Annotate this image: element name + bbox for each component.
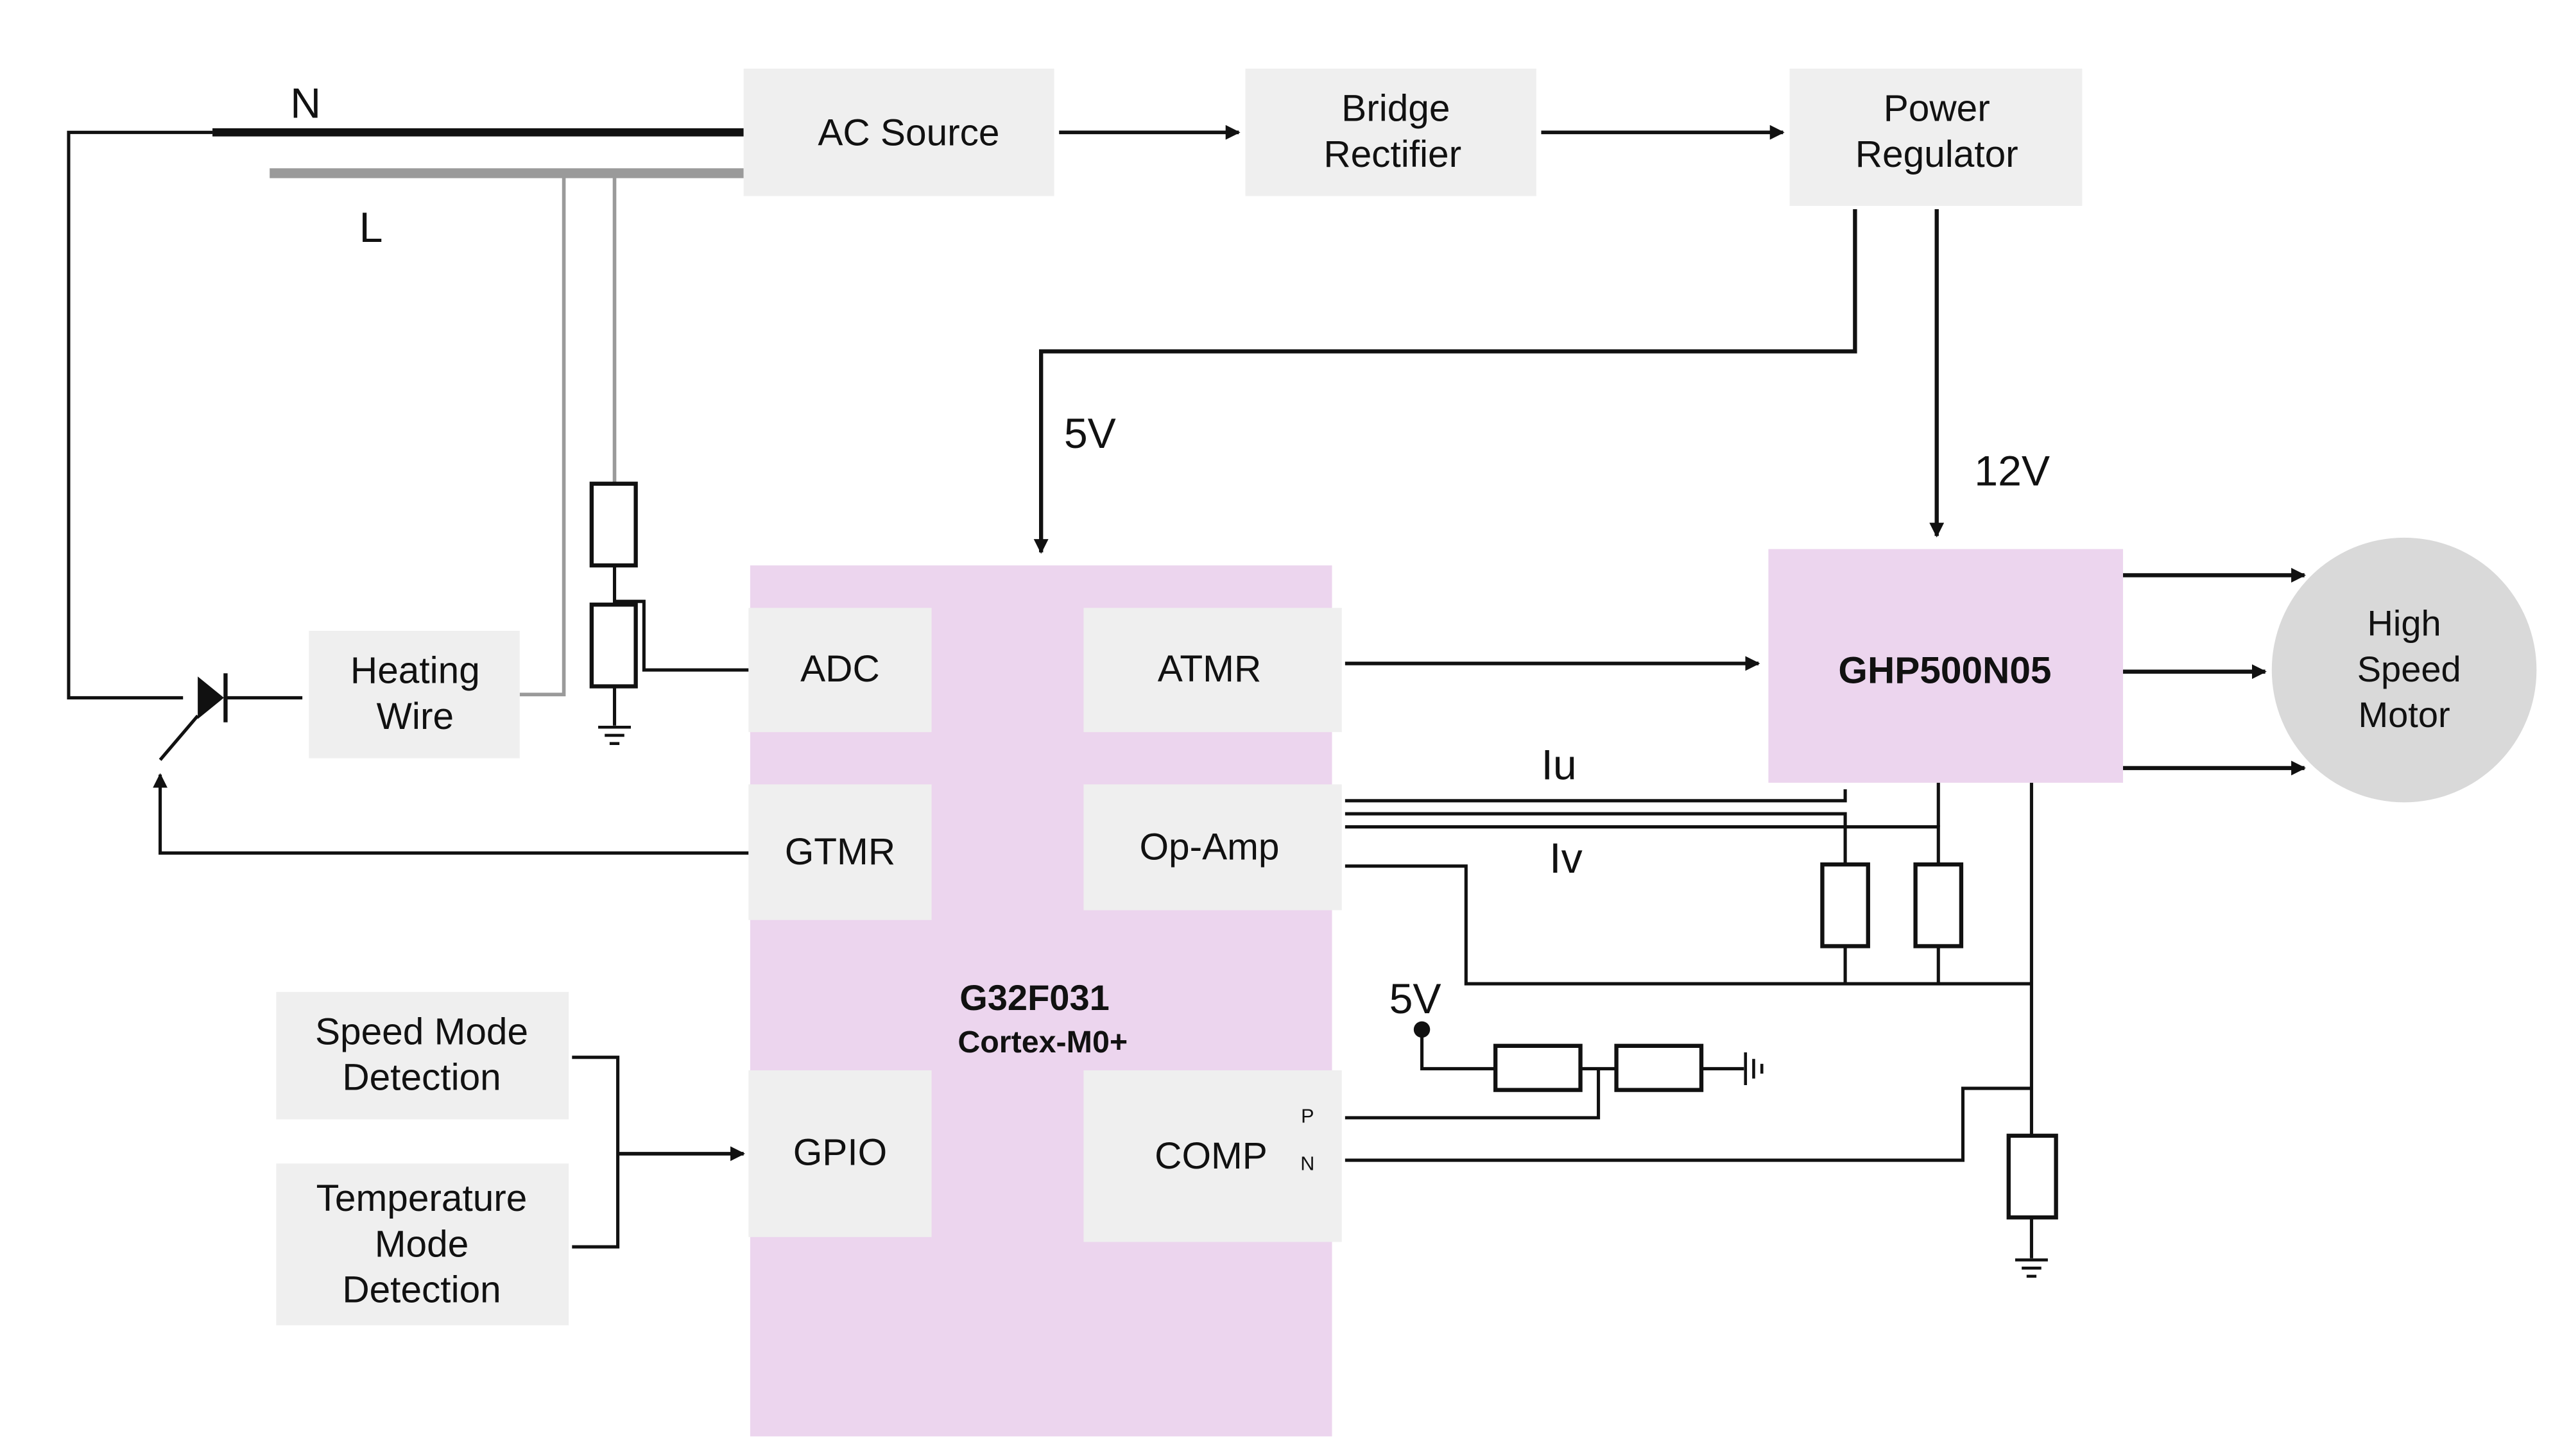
comp-n-label: N [1300, 1152, 1314, 1174]
gate-driver-label: GHP500N05 [1838, 649, 2051, 691]
comp-p-wire [1345, 1068, 1601, 1120]
heating-wire-label-line1: Heating [350, 649, 480, 691]
op-amp-return-wire [1345, 864, 2032, 986]
heating-wire-block [309, 630, 520, 758]
ground-icon [1744, 1052, 1764, 1085]
op-amp-block [1083, 784, 1342, 911]
iu-sense-wire [1345, 789, 1847, 803]
ground-icon [2015, 1258, 2048, 1278]
mcu-supply-label: 5V [1064, 410, 1116, 458]
adc-label: ADC [800, 648, 880, 690]
ground-icon [598, 725, 631, 745]
ref-supply-label: 5V [1389, 975, 1441, 1023]
ref-resistor-2 [1614, 1043, 1704, 1092]
op-amp-label: Op-Amp [1139, 826, 1279, 868]
live-label: L [359, 204, 383, 252]
5v-rail-wire [1033, 209, 1857, 554]
motor-label-line2: Speed [2357, 649, 2461, 689]
gate-driver-block [1768, 549, 2124, 783]
divider-to-adc-wire [614, 599, 749, 672]
divider-resistor-top [589, 481, 638, 568]
temp-mode-label-line3: Detection [342, 1269, 501, 1311]
temp-mode-label-line1: Temperature [316, 1178, 528, 1219]
speed-mode-wire [572, 1056, 620, 1249]
adc-block [748, 608, 932, 732]
power-regulator-label-line2: Regulator [1855, 133, 2018, 175]
temperature-mode-detection-block [276, 1163, 569, 1326]
atmr-block [1083, 608, 1342, 732]
speed-mode-label-line1: Speed Mode [315, 1011, 528, 1052]
comp-label: COMP [1155, 1135, 1268, 1177]
ac-source-block [743, 68, 1054, 196]
motor-label-line1: High [2367, 603, 2441, 644]
motor-label-line3: Motor [2358, 694, 2450, 735]
bus-shunt-resistor [2006, 1133, 2058, 1220]
bridge-rectifier-block [1245, 68, 1536, 196]
power-regulator-label-line1: Power [1884, 87, 1990, 129]
speed-mode-label-line2: Detection [342, 1057, 501, 1099]
ref-resistor-1 [1493, 1043, 1583, 1092]
mcu-name: G32F031 [959, 977, 1110, 1018]
bridge-rectifier-label-line1: Bridge [1341, 87, 1450, 129]
gpio-label: GPIO [793, 1132, 887, 1174]
iv-sense-wire [1345, 825, 1940, 865]
comp-block [1083, 1070, 1342, 1242]
iu-sense-wire-2 [1345, 812, 1847, 865]
comp-n-wire [1345, 1086, 2032, 1162]
shunt-resistor-v [1913, 862, 1964, 948]
triac-icon [159, 673, 228, 761]
iv-label: Iv [1549, 835, 1583, 882]
motor-circle [2271, 537, 2537, 803]
temp-mode-label-line2: Mode [375, 1223, 469, 1265]
heater-to-live-wire [519, 173, 566, 697]
ac-source-label: AC Source [818, 112, 999, 154]
atmr-label: ATMR [1158, 648, 1262, 690]
neutral-label: N [290, 80, 321, 127]
gtmr-to-triac-gate-wire [153, 773, 749, 855]
gtmr-block [748, 784, 932, 920]
comp-p-label: P [1301, 1106, 1314, 1127]
gtmr-label: GTMR [785, 831, 895, 873]
iu-label: Iu [1541, 742, 1576, 789]
heating-wire-label-line2: Wire [377, 696, 454, 737]
driver-supply-label: 12V [1974, 447, 2050, 495]
divider-resistor-bottom [589, 603, 638, 689]
neutral-to-triac-wire [67, 130, 213, 699]
shunt-resistor-u [1820, 862, 1870, 948]
mcu-core: Cortex-M0+ [958, 1025, 1128, 1059]
power-regulator-block [1789, 68, 2083, 206]
gpio-block [748, 1070, 932, 1237]
bridge-rectifier-label-line2: Rectifier [1323, 133, 1461, 175]
speed-mode-detection-block [276, 991, 569, 1120]
